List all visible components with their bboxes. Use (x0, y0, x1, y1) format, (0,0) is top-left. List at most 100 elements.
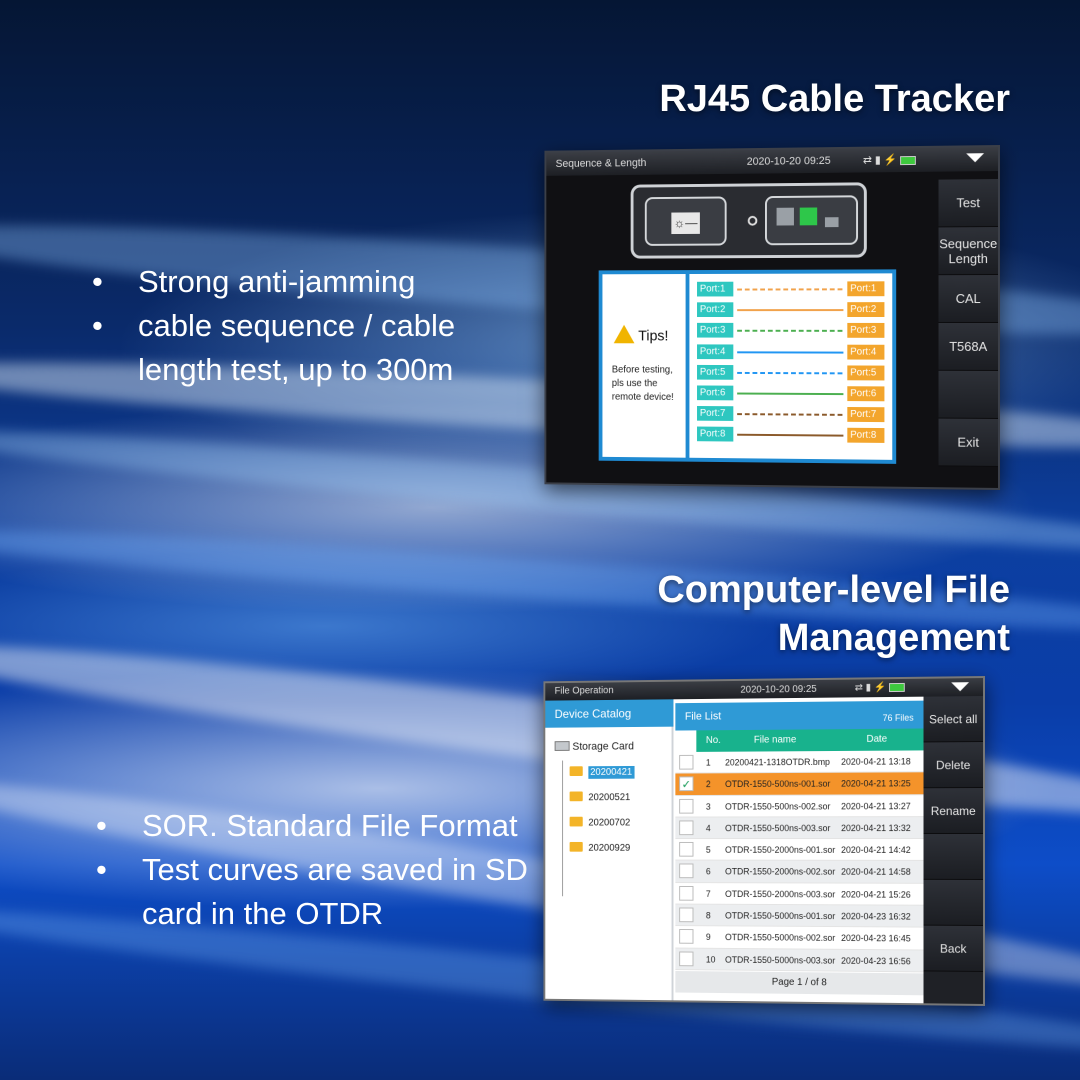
file-no: 6 (706, 867, 711, 877)
remote-unit-icon: ☼— (645, 196, 727, 245)
exit-button[interactable]: Exit (939, 419, 998, 467)
device-catalog-header: Device Catalog (545, 699, 673, 727)
port-label-right: Port:3 (847, 323, 884, 338)
folder-icon (570, 766, 583, 776)
col-file-name: File name (754, 734, 796, 745)
battery-icon (900, 156, 916, 165)
port-label-left: Port:1 (697, 282, 733, 297)
folder-item[interactable]: 20200521 (570, 791, 631, 803)
row-checkbox[interactable] (679, 951, 693, 966)
folder-item[interactable]: 20200421 (570, 766, 634, 778)
file-row[interactable]: 10OTDR-1550-5000ns-003.sor2020-04-23 16:… (675, 948, 925, 972)
file-list-header: File List 76 Files (675, 701, 925, 731)
folder-name: 20200421 (588, 766, 634, 779)
blank-button[interactable] (939, 371, 998, 419)
file-row[interactable]: 4OTDR-1550-500ns-003.sor2020-04-21 13:32 (675, 817, 925, 839)
datetime: 2020-10-20 09:25 (747, 155, 831, 168)
storage-card-node[interactable]: Storage Card (555, 741, 634, 753)
file-date: 2020-04-21 13:32 (841, 823, 911, 833)
port-label-left: Port:2 (697, 302, 733, 317)
port-map-panel: Tips! Before testing, pls use the remote… (599, 269, 897, 464)
rj45-heading: RJ45 Cable Tracker (659, 78, 1010, 121)
wire-line (737, 309, 843, 311)
folder-name: 20200521 (588, 792, 630, 803)
folder-item[interactable]: 20200702 (570, 817, 631, 829)
row-checkbox[interactable] (679, 799, 693, 814)
screen-title: File Operation (555, 685, 614, 696)
row-checkbox[interactable] (679, 755, 693, 770)
test-button[interactable]: Test (939, 179, 998, 227)
file-name: OTDR-1550-500ns-001.sor (725, 779, 830, 789)
file-row[interactable]: 3OTDR-1550-500ns-002.sor2020-04-21 13:27 (675, 795, 925, 818)
file-date: 2020-04-21 13:27 (841, 801, 911, 811)
file-no: 3 (706, 801, 711, 811)
menu-dropdown-icon[interactable] (966, 153, 984, 162)
back-button[interactable]: Back (924, 926, 983, 972)
row-checkbox[interactable] (679, 908, 693, 923)
file-row[interactable]: 6OTDR-1550-2000ns-002.sor2020-04-21 14:5… (675, 861, 925, 884)
wire-line (737, 330, 843, 332)
port-label-left: Port:3 (697, 323, 733, 338)
port-row: Port:2 Port:2 (697, 302, 884, 318)
feature-item: Test curves are saved in SD card in the … (96, 848, 536, 936)
tips-text: Before testing, pls use the remote devic… (612, 364, 686, 405)
file-row[interactable]: 7OTDR-1550-2000ns-003.sor2020-04-21 15:2… (675, 883, 925, 906)
file-no: 8 (706, 911, 711, 921)
port-label-right: Port:1 (847, 281, 884, 296)
wire-line (737, 393, 843, 396)
cable-tracker-screen: Sequence & Length 2020-10-20 09:25 ⇄ ▮ ⚡… (544, 145, 1000, 490)
wire-line (737, 288, 843, 290)
menu-dropdown-icon[interactable] (951, 682, 969, 691)
feature-item: Strong anti-jamming (92, 260, 532, 304)
status-icons: ⇄ ▮ ⚡ (863, 153, 916, 167)
row-checkbox[interactable] (679, 929, 693, 944)
port-label-right: Port:2 (847, 302, 884, 317)
folder-icon (570, 817, 583, 827)
row-checkbox[interactable] (679, 842, 693, 857)
file-row[interactable]: 8OTDR-1550-5000ns-001.sor2020-04-23 16:3… (675, 905, 925, 928)
file-name: OTDR-1550-2000ns-001.sor (725, 845, 835, 855)
row-checkbox[interactable] (679, 864, 693, 879)
file-mgmt-heading-line1: Computer-level File (657, 566, 1010, 614)
folder-item[interactable]: 20200929 (570, 842, 631, 854)
folder-tree: Storage Card 20200421 20200521 20200702 202… (545, 727, 673, 1001)
t568a-button[interactable]: T568A (939, 323, 998, 371)
blank-button[interactable] (924, 834, 983, 880)
file-row[interactable]: 9OTDR-1550-5000ns-002.sor2020-04-23 16:4… (675, 926, 925, 950)
sequence-length-button[interactable]: Sequence Length (939, 227, 998, 275)
select-all-button[interactable]: Select all (924, 696, 983, 742)
file-count: 76 Files (883, 713, 914, 723)
cal-button[interactable]: CAL (939, 275, 998, 323)
blank-button[interactable] (924, 880, 983, 926)
tree-line (562, 761, 563, 897)
row-checkbox[interactable] (679, 820, 693, 835)
col-no: No. (706, 735, 721, 746)
port-row: Port:1 Port:1 (697, 281, 884, 297)
file-no: 4 (706, 823, 711, 833)
file-name: OTDR-1550-5000ns-001.sor (725, 911, 835, 921)
file-date: 2020-04-21 15:26 (841, 889, 911, 899)
port-label-left: Port:4 (697, 344, 733, 359)
file-name: OTDR-1550-2000ns-002.sor (725, 867, 835, 877)
file-table-header: No. File name Date (696, 728, 925, 751)
file-mgmt-heading: Computer-level File Management (657, 566, 1010, 662)
col-date: Date (866, 734, 887, 745)
file-row[interactable]: ✓2OTDR-1550-500ns-001.sor2020-04-21 13:2… (675, 773, 925, 796)
tips-box: Tips! Before testing, pls use the remote… (602, 274, 685, 458)
file-name: OTDR-1550-5000ns-002.sor (725, 933, 835, 944)
status-icons: ⇄ ▮ ⚡ (855, 682, 905, 693)
rename-button[interactable]: Rename (924, 788, 983, 834)
wire-line (737, 413, 843, 416)
file-row[interactable]: 120200421-1318OTDR.bmp2020-04-21 13:18 (675, 750, 925, 773)
file-row[interactable]: 5OTDR-1550-2000ns-001.sor2020-04-21 14:4… (675, 839, 925, 861)
port-row: Port:6Port:6 (697, 385, 884, 402)
port-label-left: Port:8 (697, 427, 733, 442)
delete-button[interactable]: Delete (924, 742, 983, 788)
file-no: 1 (706, 758, 711, 768)
row-checkbox[interactable]: ✓ (679, 777, 693, 792)
row-checkbox[interactable] (679, 886, 693, 901)
folder-icon (570, 842, 583, 852)
folder-name: 20200702 (588, 818, 630, 829)
warning-icon (614, 325, 635, 344)
file-no: 2 (706, 780, 711, 790)
